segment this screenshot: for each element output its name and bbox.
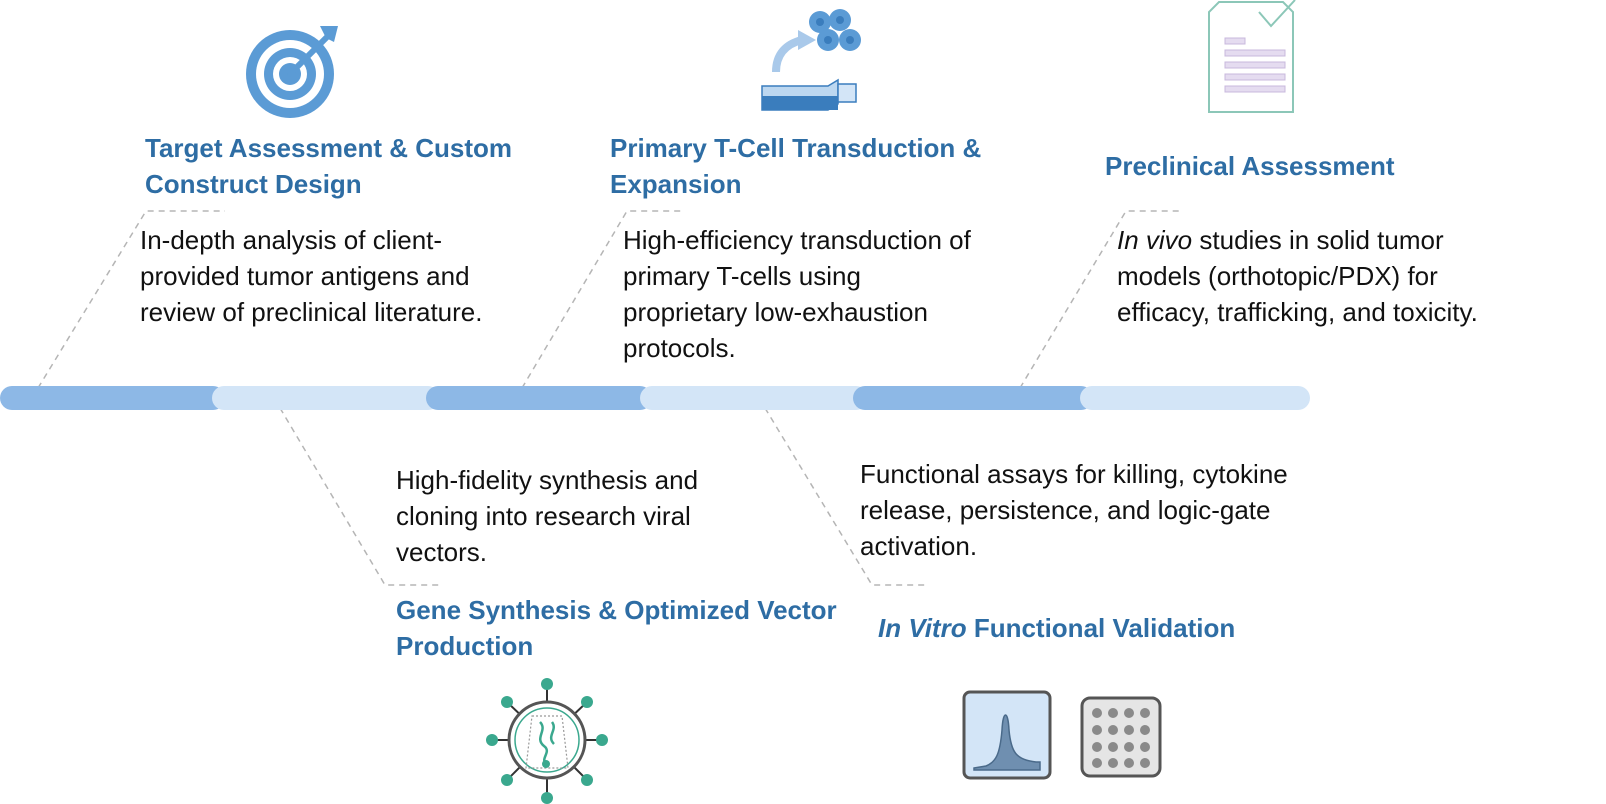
- step-1-desc-line-1: In-depth analysis of client-: [140, 225, 443, 255]
- step-3-description: High-efficiency transduction of primary …: [623, 222, 971, 366]
- step-4-description: Functional assays for killing, cytokine …: [860, 456, 1288, 564]
- step-5-desc-line-3: efficacy, trafficking, and toxicity.: [1117, 297, 1478, 327]
- step-1-title-line-2: Construct Design: [145, 169, 362, 199]
- timeline-segment-3: [426, 386, 652, 410]
- step-5-title-line-1: Preclinical Assessment: [1105, 151, 1395, 181]
- step-4-title: In Vitro Functional Validation: [878, 610, 1235, 646]
- step-5-desc-italic: In vivo: [1117, 225, 1193, 255]
- step-2-desc-line-3: vectors.: [396, 537, 488, 567]
- connector-step-1: [37, 210, 225, 389]
- timeline-segment-6: [1080, 386, 1310, 410]
- step-1-desc-line-2: provided tumor antigens and: [140, 261, 470, 291]
- timeline-segment-5: [853, 386, 1093, 410]
- target-icon: [246, 26, 338, 118]
- step-5-desc-line-1-rest: studies in solid tumor: [1192, 225, 1444, 255]
- step-4-desc-line-3: activation.: [860, 531, 978, 561]
- step-5-description: In vivo studies in solid tumor models (o…: [1117, 222, 1478, 330]
- step-4-title-italic: In Vitro: [878, 613, 967, 643]
- connector-step-3: [521, 210, 685, 389]
- connector-step-2: [279, 407, 440, 586]
- assay-plate-icon: [962, 690, 1162, 780]
- step-3-desc-line-4: protocols.: [623, 333, 736, 363]
- step-5-title: Preclinical Assessment: [1105, 148, 1395, 184]
- connector-step-5: [1019, 210, 1180, 389]
- step-2-title-line-2: Production: [396, 631, 534, 661]
- timeline-segment-4: [640, 386, 868, 410]
- step-4-title-rest: Functional Validation: [966, 613, 1236, 643]
- step-1-title: Target Assessment & Custom Construct Des…: [145, 130, 512, 202]
- step-2-desc-line-2: cloning into research viral: [396, 501, 691, 531]
- step-3-desc-line-3: proprietary low-exhaustion: [623, 297, 928, 327]
- step-4-desc-line-2: release, persistence, and logic-gate: [860, 495, 1271, 525]
- step-3-desc-line-1: High-efficiency transduction of: [623, 225, 971, 255]
- timeline-segment-2: [212, 386, 440, 410]
- step-2-title: Gene Synthesis & Optimized Vector Produc…: [396, 592, 837, 664]
- step-3-title-line-2: Expansion: [610, 169, 742, 199]
- step-2-title-line-1: Gene Synthesis & Optimized Vector: [396, 595, 837, 625]
- step-3-desc-line-2: primary T-cells using: [623, 261, 861, 291]
- cell-culture-flask-icon: [761, 9, 861, 111]
- step-5-desc-line-2: models (orthotopic/PDX) for: [1117, 261, 1438, 291]
- step-2-description: High-fidelity synthesis and cloning into…: [396, 462, 698, 570]
- step-1-title-line-1: Target Assessment & Custom: [145, 133, 512, 163]
- step-3-title-line-1: Primary T-Cell Transduction &: [610, 133, 982, 163]
- step-3-title: Primary T-Cell Transduction & Expansion: [610, 130, 981, 202]
- step-1-desc-line-3: review of preclinical literature.: [140, 297, 483, 327]
- virus-vector-icon: [486, 678, 608, 804]
- step-2-desc-line-1: High-fidelity synthesis and: [396, 465, 699, 495]
- step-4-desc-line-1: Functional assays for killing, cytokine: [860, 459, 1288, 489]
- connector-step-4: [764, 407, 925, 586]
- step-1-description: In-depth analysis of client- provided tu…: [140, 222, 482, 330]
- timeline-bar: [0, 386, 1310, 410]
- timeline-segment-1: [0, 386, 225, 410]
- report-document-icon: [1208, 0, 1296, 113]
